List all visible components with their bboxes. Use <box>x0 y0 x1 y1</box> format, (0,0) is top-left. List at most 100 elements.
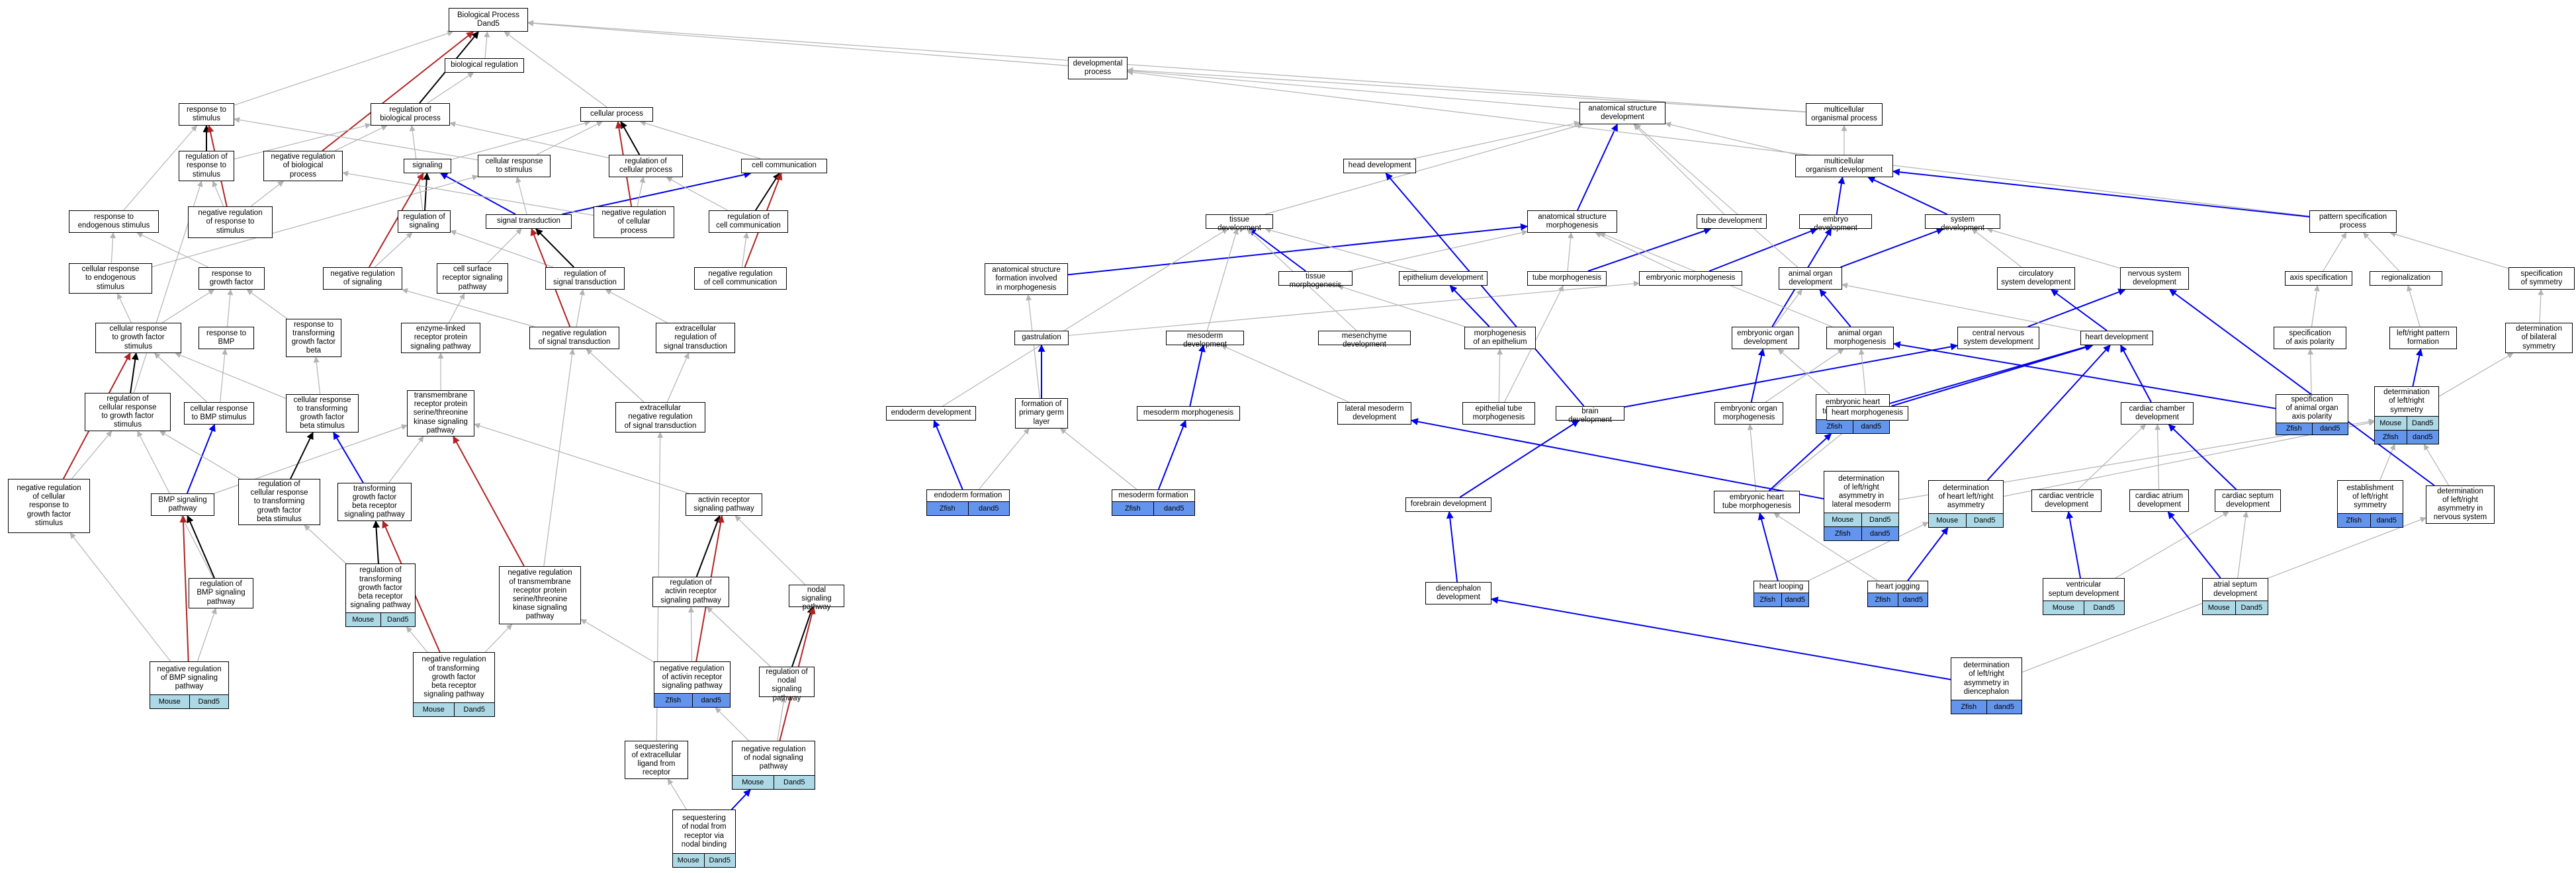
go-term-mod[interactable]: multicellular organism development <box>1795 155 1893 177</box>
go-term-asm[interactable]: anatomical structure morphogenesis <box>1527 210 1617 233</box>
go-term-axisspec[interactable]: axis specification <box>2285 271 2352 286</box>
go-term-crespbmp[interactable]: cellular response to BMP stimulus <box>184 402 254 425</box>
go-term-dethlra[interactable]: determination of heart left/right asymme… <box>1928 480 2004 528</box>
go-term-fpgl[interactable]: formation of primary germ layer <box>1015 398 1068 429</box>
go-term-ccdev[interactable]: cardiac chamber development <box>2121 402 2194 425</box>
go-term-tubedev[interactable]: tube development <box>1697 214 1767 229</box>
go-term-regcellp[interactable]: regulation of cellular process <box>609 155 683 177</box>
go-term-seqnodal[interactable]: sequestering of nodal from receptor via … <box>672 810 736 868</box>
go-term-cellcomm[interactable]: cell communication <box>741 159 827 173</box>
go-term-embod[interactable]: embryonic organ development <box>1732 327 1799 349</box>
go-term-embryodev[interactable]: embryo development <box>1799 214 1872 232</box>
go-term-tubemorph[interactable]: tube morphogenesis <box>1527 271 1607 286</box>
go-term-respendo[interactable]: response to endogenous stimulus <box>69 210 159 233</box>
go-term-regcrestgfb[interactable]: regulation of cellular response to trans… <box>238 479 320 525</box>
go-term-crestgfb[interactable]: cellular response to transforming growth… <box>286 394 359 433</box>
go-term-negregsig[interactable]: negative regulation of signaling <box>323 267 402 290</box>
go-term-regnodalsp[interactable]: regulation of nodal signaling pathway <box>759 667 815 702</box>
go-term-sysdev[interactable]: system development <box>1925 214 2000 232</box>
go-term-ehtm[interactable]: embryonic heart tube morphogenesis <box>1714 491 1800 513</box>
go-term-embmorph[interactable]: embryonic morphogenesis <box>1639 271 1742 286</box>
go-term-asfim[interactable]: anatomical structure formation involved … <box>985 263 1068 295</box>
go-term-extnegregsigtrans[interactable]: extracellular negative regulation of sig… <box>615 402 705 433</box>
go-term-specaoap[interactable]: specification of animal organ axis polar… <box>2276 394 2348 435</box>
go-term-psp[interactable]: pattern specification process <box>2309 210 2397 233</box>
go-term-negregtgfbrsp[interactable]: negative regulation of transforming grow… <box>413 652 495 717</box>
go-term-signaling[interactable]: signaling <box>404 159 451 173</box>
go-term-mesenchdev[interactable]: mesenchyme development <box>1318 331 1411 349</box>
go-term-bmpsp[interactable]: BMP signaling pathway <box>151 493 214 516</box>
go-term-crespgf[interactable]: cellular response to growth factor stimu… <box>95 323 181 353</box>
go-term-specsym[interactable]: specification of symmetry <box>2509 267 2575 290</box>
go-term-embom[interactable]: embryonic organ morphogenesis <box>1714 402 1783 425</box>
go-term-activinrsp[interactable]: activin receptor signaling pathway <box>686 493 762 516</box>
go-term-detlrns[interactable]: determination of left/right asymmetry in… <box>2426 485 2495 524</box>
go-term-cellp[interactable]: cellular process <box>580 107 653 122</box>
go-term-negregcellp[interactable]: negative regulation of cellular process <box>594 206 674 238</box>
go-term-resp[interactable]: response to stimulus <box>179 103 234 126</box>
go-term-extregsigtrans[interactable]: extracellular regulation of signal trans… <box>656 323 735 353</box>
go-term-csrsp[interactable]: cell surface receptor signaling pathway <box>437 263 508 294</box>
go-term-gastrulation[interactable]: gastrulation <box>1014 331 1069 345</box>
go-term-regionalization[interactable]: regionalization <box>2370 271 2442 286</box>
go-term-negregbmpsp[interactable]: negative regulation of BMP signaling pat… <box>150 661 229 709</box>
go-term-bp[interactable]: Biological Process Dand5 <box>449 8 528 32</box>
go-term-mop[interactable]: multicellular organismal process <box>1806 103 1883 126</box>
go-term-aod[interactable]: animal organ development <box>1779 267 1842 290</box>
go-term-regcrespgf[interactable]: regulation of cellular response to growt… <box>85 393 171 431</box>
go-term-braindev[interactable]: brain development <box>1556 406 1624 424</box>
go-term-headdev[interactable]: head development <box>1343 159 1416 173</box>
go-term-mesodev[interactable]: mesoderm development <box>1166 331 1244 349</box>
go-term-forebraindev[interactable]: forebrain development <box>1405 497 1491 512</box>
go-term-negregcellcomm[interactable]: negative regulation of cell communicatio… <box>694 267 787 290</box>
go-term-nodalsp[interactable]: nodal signaling pathway <box>789 585 844 611</box>
go-term-crespendo[interactable]: cellular response to endogenous stimulus <box>69 263 152 294</box>
go-term-tgfbrsp[interactable]: transforming growth factor beta receptor… <box>337 483 412 521</box>
go-term-regsig[interactable]: regulation of signaling <box>398 210 451 233</box>
go-term-negregnodalsp[interactable]: negative regulation of nodal signaling p… <box>732 741 815 790</box>
go-term-regbp[interactable]: regulation of biological process <box>371 103 450 126</box>
go-term-breg[interactable]: biological regulation <box>445 58 524 73</box>
go-term-latmesodev[interactable]: lateral mesoderm development <box>1337 402 1411 425</box>
go-term-cresp[interactable]: cellular response to stimulus <box>478 155 551 177</box>
go-term-seqextlig[interactable]: sequestering of extracellular ligand fro… <box>625 741 688 779</box>
go-term-lrpf[interactable]: left/right pattern formation <box>2389 327 2457 349</box>
go-term-specaxispol[interactable]: specification of axis polarity <box>2274 327 2346 349</box>
go-term-tissuedev[interactable]: tissue development <box>1206 214 1273 232</box>
go-term-csdev[interactable]: cardiac septum development <box>2215 489 2281 512</box>
go-term-morphepi[interactable]: morphogenesis of an epithelium <box>1464 327 1536 349</box>
go-term-tmrpsk[interactable]: transmembrane receptor protein serine/th… <box>407 390 474 436</box>
go-term-aom[interactable]: animal organ morphogenesis <box>1826 327 1894 349</box>
go-term-asd[interactable]: anatomical structure development <box>1579 102 1666 124</box>
go-term-mesomorph[interactable]: mesoderm morphogenesis <box>1137 406 1240 421</box>
go-term-epitubemorph[interactable]: epithelial tube morphogenesis <box>1462 402 1535 425</box>
go-term-detlrdienceph[interactable]: determination of left/right asymmetry in… <box>1951 657 2022 714</box>
go-term-endodermdev[interactable]: endoderm development <box>886 406 976 421</box>
go-term-cadev[interactable]: cardiac atrium development <box>2129 489 2189 512</box>
go-term-negregsigtrans[interactable]: negative regulation of signal transducti… <box>529 327 619 349</box>
go-term-negregactrsp[interactable]: negative regulation of activin receptor … <box>654 661 731 708</box>
go-term-sigtrans[interactable]: signal transduction <box>486 214 572 229</box>
go-term-regbmpsp[interactable]: regulation of BMP signaling pathway <box>189 578 253 608</box>
go-term-detlrlatmeso[interactable]: determination of left/right asymmetry in… <box>1824 471 1899 541</box>
go-term-negregtmrpsk[interactable]: negative regulation of transmembrane rec… <box>499 566 581 624</box>
go-term-resptgfb[interactable]: response to transforming growth factor b… <box>286 319 341 357</box>
go-term-negregbp[interactable]: negative regulation of biological proces… <box>263 151 343 181</box>
go-term-nsdev[interactable]: nervous system development <box>2120 267 2189 290</box>
go-term-epidev[interactable]: epithelium development <box>1399 271 1488 286</box>
go-term-respbmp[interactable]: response to BMP <box>199 327 254 349</box>
go-term-regtgfbrsp[interactable]: regulation of transforming growth factor… <box>345 563 416 627</box>
go-term-regactrsp[interactable]: regulation of activin receptor signaling… <box>652 577 729 607</box>
go-term-elrpsp[interactable]: enzyme-linked receptor protein signaling… <box>401 323 480 353</box>
go-term-regsigtrans[interactable]: regulation of signal transduction <box>545 267 625 290</box>
go-term-tissuemorph[interactable]: tissue morphogenesis <box>1278 271 1353 289</box>
go-term-regcellcomm[interactable]: regulation of cell communication <box>709 210 788 233</box>
go-term-heartdev[interactable]: heart development <box>2080 331 2153 345</box>
